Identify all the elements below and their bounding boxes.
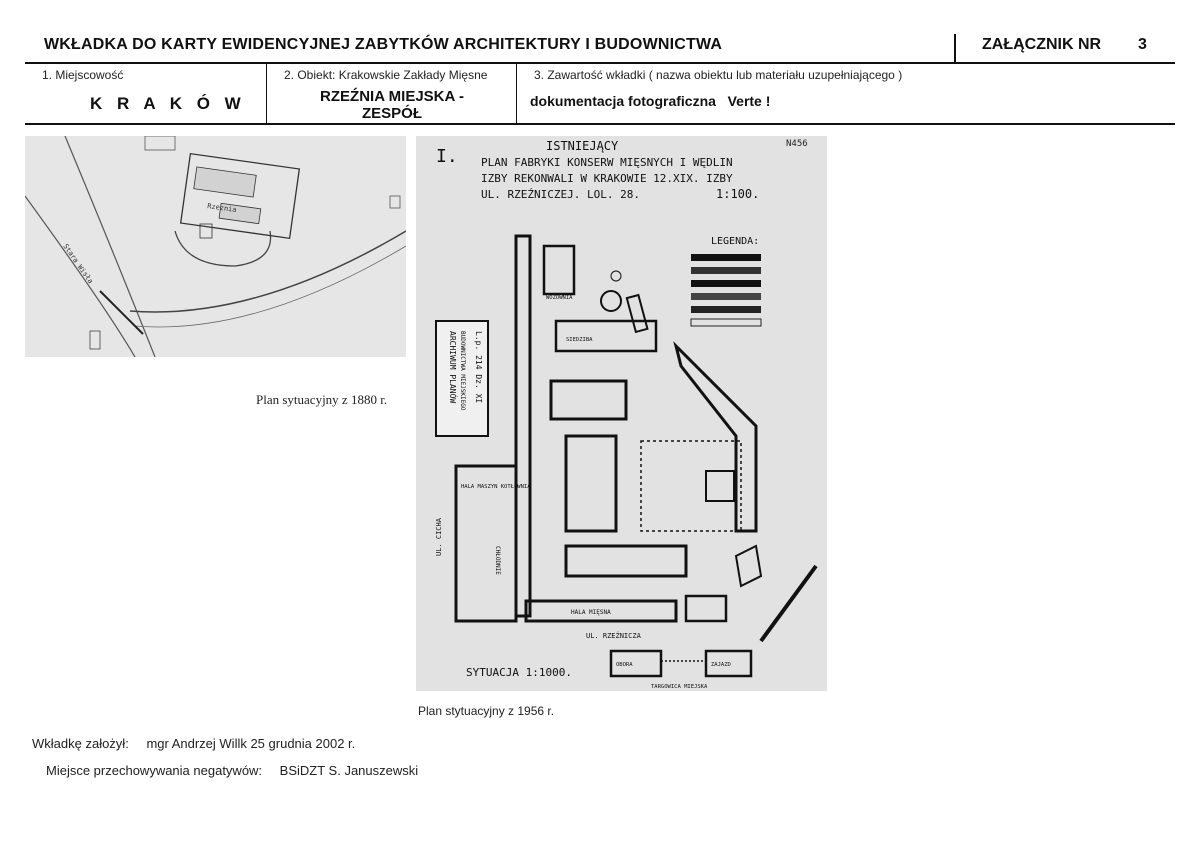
stamp-line-2: BUDOWNICTWA MIEJSKIEGO: [459, 331, 466, 411]
stamp-line-3: L.p. 214 Dz. XI: [474, 331, 483, 403]
object-value-line-2: ZESPÓŁ: [361, 105, 422, 122]
situation-map-1880: Rzeznia Stara Wisła: [25, 136, 406, 357]
archive-stamp: [435, 320, 489, 437]
map-1880-drawing: Rzeznia Stara Wisła: [25, 136, 406, 357]
legend-swatch-4: [691, 293, 761, 300]
plan-title-line-3: IZBY REKONWALI W KRAKOWIE 12.XIX. IZBY: [481, 172, 733, 185]
legend-swatch-5: [691, 306, 761, 313]
fields-rule: [25, 123, 1175, 125]
plan-legend-title: LEGENDA:: [711, 236, 759, 247]
plan-label-situacja: SYTUACJA 1:1000.: [466, 666, 572, 679]
object-value: RZEŹNIA MIEJSKA - ZESPÓŁ: [268, 88, 516, 122]
contents-label: 3. Zawartość wkładki ( nazwa obiektu lub…: [534, 68, 903, 82]
header-divider: [954, 34, 956, 62]
plan-roman-numeral: I.: [436, 146, 458, 167]
storage-row: Miejsce przechowywania negatywów: BSiDZT…: [46, 763, 418, 778]
plan-label-siedziba: SIEDZIBA: [566, 337, 593, 343]
field-divider-2: [516, 64, 517, 124]
header-rule: [25, 62, 1175, 64]
founder-value: mgr Andrzej Willk 25 grudnia 2002 r.: [146, 736, 356, 751]
plan-1956-caption: Plan stytuacyjny z 1956 r.: [418, 704, 555, 718]
locality-label: 1. Miejscowość: [42, 68, 124, 82]
legend-swatch-2: [691, 267, 761, 274]
plan-label-targowica: TARGOWICA MIEJSKA: [651, 684, 708, 690]
document-title: WKŁADKA DO KARTY EWIDENCYJNEJ ZABYTKÓW A…: [44, 36, 723, 53]
plan-label-hala-miesna: HALA MIĘSNA: [571, 609, 611, 616]
stamp-line-1: ARCHIWUM PLANÓW: [448, 331, 459, 403]
legend-swatch-1: [691, 254, 761, 261]
plan-label-ul-rzeznicza: UL. RZEŹNICZA: [586, 631, 642, 640]
legend-swatch-3: [691, 280, 761, 287]
plan-1956-drawing: I. N456 ISTNIEJĄCY PLAN FABRYKI KONSERW …: [416, 136, 827, 691]
plan-title-line-1: ISTNIEJĄCY: [546, 139, 619, 153]
locality-value: K R A K Ó W: [90, 94, 246, 113]
plan-label-ul-cicha: UL. CICHA: [435, 517, 443, 556]
plan-label-zajazd: ZAJAZD: [711, 662, 731, 668]
contents-value: dokumentacja fotograficzna Verte !: [530, 93, 771, 109]
plan-label-kotlownia: HALA MASZYN KOTŁOWNIA: [461, 484, 531, 490]
plan-title-line-4: UL. RZEŹNICZEJ. LOL. 28.: [481, 188, 640, 201]
object-value-line-1: RZEŹNIA MIEJSKA -: [320, 88, 464, 105]
plan-label-obora: OBORA: [616, 662, 633, 668]
plan-scale: 1:100.: [716, 187, 759, 201]
object-label: 2. Obiekt: Krakowskie Zakłady Mięsne: [284, 68, 488, 82]
plan-title-line-2: PLAN FABRYKI KONSERW MIĘSNYCH I WĘDLIN: [481, 156, 733, 169]
map-1880-caption: Plan sytuacyjny z 1880 r.: [256, 392, 388, 407]
legend-swatch-6: [690, 318, 762, 327]
annex-label: ZAŁĄCZNIK NR: [982, 36, 1102, 53]
founder-row: Wkładkę założył: mgr Andrzej Willk 25 gr…: [32, 736, 355, 751]
situation-plan-1956: I. N456 ISTNIEJĄCY PLAN FABRYKI KONSERW …: [416, 136, 827, 691]
plan-label-wozownia: WOZOWNIA: [546, 295, 573, 301]
storage-label: Miejsce przechowywania negatywów:: [46, 763, 263, 778]
plan-sheet-number: N456: [786, 139, 808, 149]
founder-label: Wkładkę założył:: [32, 736, 129, 751]
plan-label-chlodnie: CHŁODNIE: [494, 546, 501, 575]
storage-value: BSiDZT S. Januszewski: [279, 763, 419, 778]
annex-number: 3: [1138, 36, 1147, 53]
field-divider-1: [266, 64, 267, 124]
